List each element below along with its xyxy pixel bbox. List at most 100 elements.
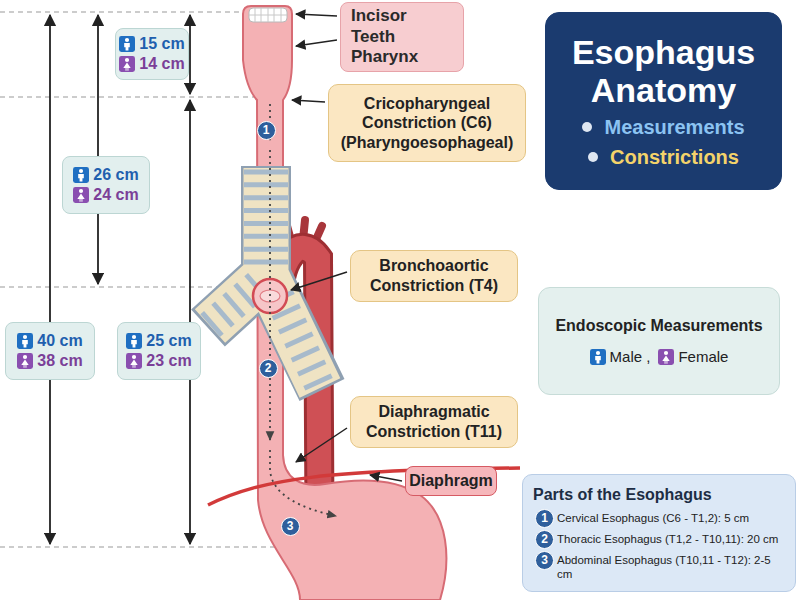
teeth-lines bbox=[249, 8, 287, 22]
text-row: Diaphragmatic Constriction (T11) bbox=[359, 402, 509, 441]
cartilage-rings bbox=[202, 172, 331, 388]
dimension-arrow bbox=[97, 15, 99, 284]
text-row: Parts of the Esophagus bbox=[533, 485, 785, 505]
node-text: Incisor Teeth bbox=[351, 6, 453, 47]
label-box: Incisor TeethPharynx bbox=[340, 2, 464, 72]
node-text: 24 cm bbox=[93, 185, 138, 205]
dimension-arrows bbox=[50, 15, 190, 544]
leader-arrow bbox=[370, 475, 402, 481]
female-icon bbox=[126, 353, 142, 369]
node-text: Thoracic Esophagus (T1,2 - T10,11): 20 c… bbox=[533, 532, 778, 546]
text-row: 24 cm bbox=[66, 185, 146, 205]
teeth bbox=[249, 8, 287, 22]
measurement-box: 40 cm38 cm bbox=[5, 322, 95, 380]
node-text: Abdominal Esophagus (T10,11 - T12): 2-5 … bbox=[533, 553, 785, 581]
node-text: 14 cm bbox=[139, 54, 184, 74]
cartilage-ring bbox=[304, 376, 331, 388]
parts-box: Parts of the EsophagusCervical Esophagus… bbox=[522, 474, 796, 592]
node-text: Cricopharyngeal Constriction (C6) (Phary… bbox=[337, 94, 517, 153]
cartilage-ring bbox=[244, 170, 288, 175]
male-icon bbox=[590, 349, 606, 365]
trachea-body bbox=[210, 168, 320, 388]
node-text: Measurements bbox=[604, 115, 744, 139]
leader-arrow bbox=[292, 100, 325, 102]
node-text: Female bbox=[678, 348, 728, 366]
cartilage-ring bbox=[213, 303, 233, 326]
course-arrow bbox=[269, 150, 271, 440]
node-text: Esophagus Anatomy bbox=[560, 33, 767, 109]
male-icon bbox=[119, 36, 135, 52]
node-text: 26 cm bbox=[93, 165, 138, 185]
constriction-box: Cricopharyngeal Constriction (C6) (Phary… bbox=[328, 84, 526, 162]
node-text: Diaphragm bbox=[409, 471, 493, 491]
female-icon bbox=[119, 56, 135, 72]
text-row: 14 cm bbox=[119, 54, 185, 74]
node-text: Pharynx bbox=[351, 47, 418, 68]
course-arrows bbox=[270, 104, 336, 516]
text-row: 15 cm bbox=[119, 34, 185, 54]
guide-line bbox=[0, 96, 254, 97]
text-row: 25 cm bbox=[121, 331, 197, 351]
node-text: 40 cm bbox=[37, 331, 82, 351]
female-icon bbox=[658, 349, 674, 365]
text-row: Pharynx bbox=[351, 47, 453, 68]
legend-box: Endoscopic MeasurementsMale ,Female bbox=[538, 287, 780, 395]
measurement-box: 25 cm23 cm bbox=[117, 322, 201, 380]
node-text: Parts of the Esophagus bbox=[533, 485, 712, 505]
female-icon bbox=[17, 353, 33, 369]
node-text: 15 cm bbox=[139, 34, 184, 54]
cartilage-ring bbox=[244, 234, 288, 239]
text-row: Bronchoaortic Constriction (T4) bbox=[359, 256, 509, 295]
node-text: 38 cm bbox=[37, 351, 82, 371]
text-row: 23 cm bbox=[121, 351, 197, 371]
text-row: Abdominal Esophagus (T10,11 - T12): 2-5 … bbox=[533, 553, 785, 581]
female-icon bbox=[73, 187, 89, 203]
node-text: Diaphragmatic Constriction (T11) bbox=[359, 402, 509, 441]
diaphragm-line bbox=[208, 468, 520, 505]
callout-number: 1 bbox=[535, 509, 554, 528]
cartilage-ring bbox=[298, 362, 325, 374]
title-box: Esophagus AnatomyMeasurementsConstrictio… bbox=[545, 12, 782, 190]
constriction-box: Bronchoaortic Constriction (T4) bbox=[350, 250, 518, 302]
callout-number: 3 bbox=[281, 517, 300, 536]
text-row: 38 cm bbox=[9, 351, 91, 371]
leader-arrow bbox=[291, 272, 347, 290]
text-row: Diaphragm bbox=[412, 471, 490, 491]
trachea-outline bbox=[208, 166, 322, 390]
dimension-arrow bbox=[189, 15, 191, 94]
text-row: 40 cm bbox=[9, 331, 91, 351]
text-row: Male ,Female bbox=[549, 348, 769, 366]
incisor-teeth bbox=[249, 8, 287, 22]
text-row: Cricopharyngeal Constriction (C6) (Phary… bbox=[337, 94, 517, 153]
callout-number: 2 bbox=[535, 530, 554, 549]
measurement-box: 26 cm24 cm bbox=[62, 156, 150, 214]
text-row: Measurements bbox=[560, 115, 767, 139]
cartilage-ring bbox=[292, 348, 319, 360]
node-text: 23 cm bbox=[146, 351, 191, 371]
text-row: Esophagus Anatomy bbox=[560, 33, 767, 109]
guide-line bbox=[0, 11, 242, 12]
cartilage-ring bbox=[244, 208, 288, 213]
node-text: Constrictions bbox=[610, 145, 739, 169]
cartilage-ring bbox=[244, 182, 288, 187]
cartilage-ring bbox=[285, 334, 312, 346]
cartilage-ring bbox=[244, 260, 288, 265]
guide-line bbox=[0, 286, 240, 287]
cartilage-ring bbox=[244, 247, 288, 252]
node-text: Cervical Esophagus (C6 - T1,2): 5 cm bbox=[533, 511, 749, 525]
text-row: Incisor Teeth bbox=[351, 6, 453, 47]
dimension-arrow bbox=[49, 15, 51, 544]
callout-number: 3 bbox=[535, 551, 554, 570]
text-row: Endoscopic Measurements bbox=[549, 316, 769, 336]
constriction-box: Diaphragmatic Constriction (T11) bbox=[350, 396, 518, 448]
course-arrow bbox=[270, 450, 336, 516]
callout-number: 2 bbox=[259, 359, 278, 378]
bullet-dot bbox=[588, 152, 598, 162]
node-text: 25 cm bbox=[146, 331, 191, 351]
leader-arrow bbox=[296, 428, 347, 462]
cartilage-ring bbox=[202, 313, 222, 336]
measurement-box: 15 cm14 cm bbox=[115, 28, 189, 80]
male-icon bbox=[126, 333, 142, 349]
bullet-dot bbox=[582, 122, 592, 132]
